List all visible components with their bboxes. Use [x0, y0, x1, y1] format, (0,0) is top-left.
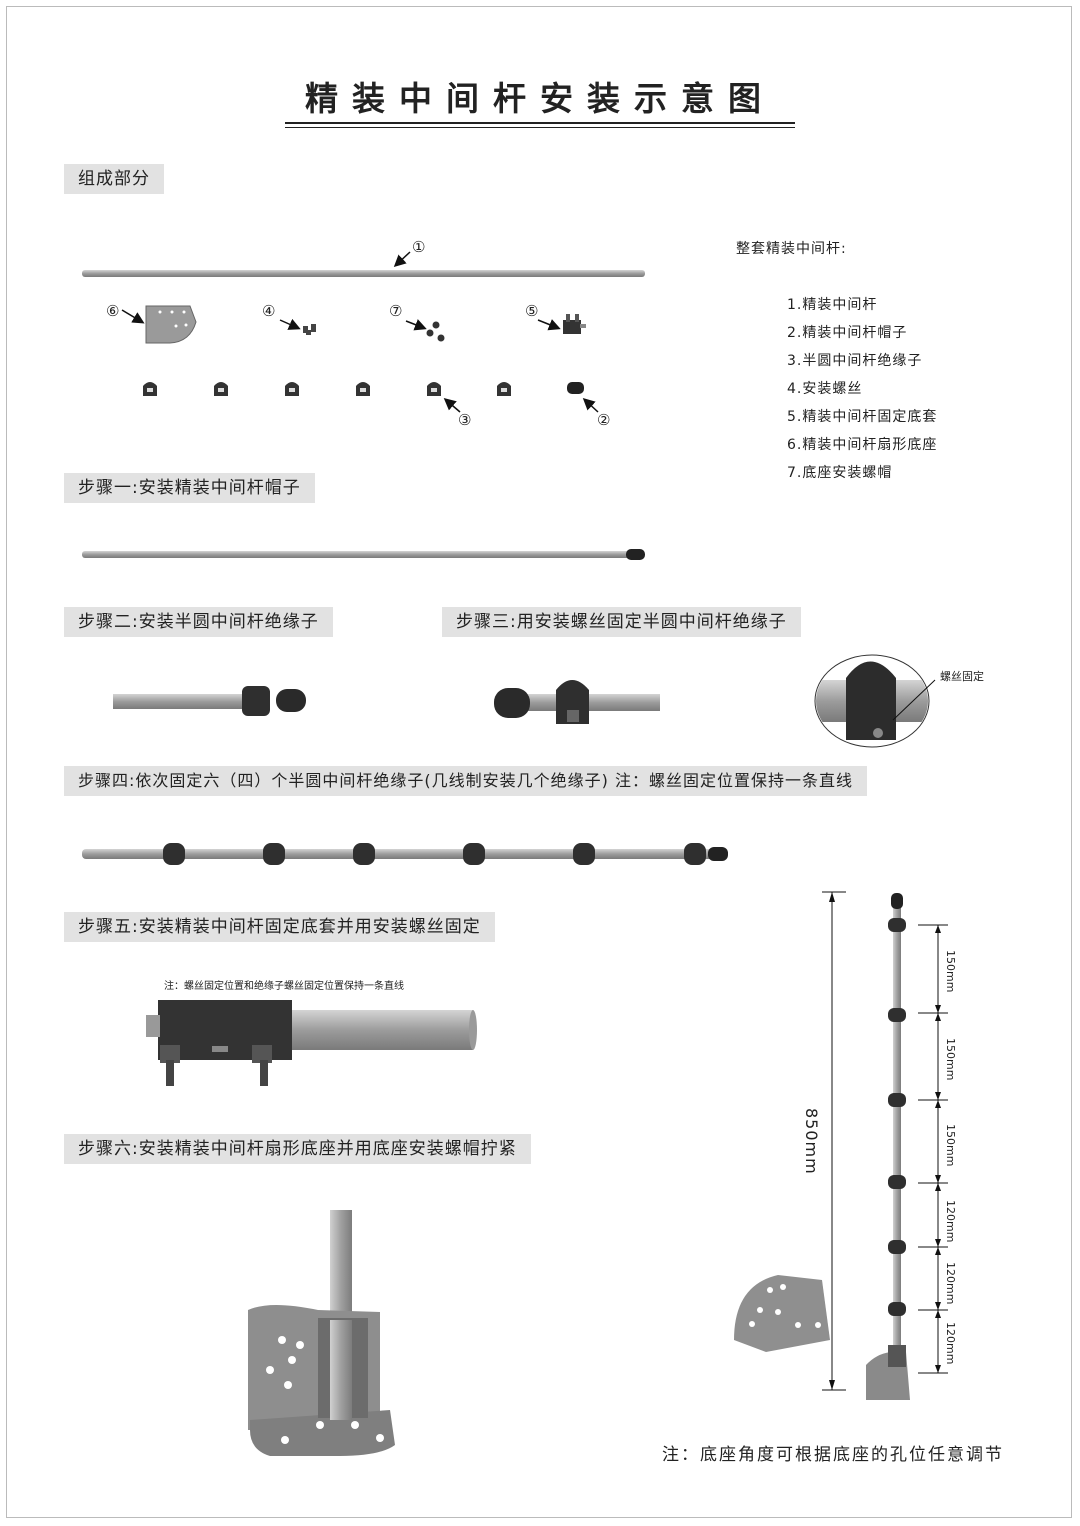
dimension-segment: 120mm	[944, 1262, 957, 1305]
section-parts-label: 组成部分	[64, 164, 164, 194]
legend-item: 5.精装中间杆固定底套	[787, 409, 938, 425]
nuts-part	[426, 321, 445, 342]
legend-item: 6.精装中间杆扇形底座	[787, 437, 938, 453]
assembled-insulators	[888, 918, 906, 1316]
bottom-note: 注：底座角度可根据底座的孔位任意调节	[662, 1445, 1004, 1465]
assembled-cap	[891, 893, 903, 909]
step5-note: 注：螺丝固定位置和绝缘子螺丝固定位置保持一条直线	[164, 981, 404, 992]
callout-3: ③	[458, 411, 472, 429]
section-step6-label: 步骤六:安装精装中间杆扇形底座并用底座安装螺帽拧紧	[64, 1134, 531, 1164]
step3-cap	[494, 688, 530, 718]
step2-rod	[113, 694, 253, 709]
arrow-2	[582, 397, 599, 413]
callout-4: ④	[262, 302, 276, 320]
section-step3-label: 步骤三:用安装螺丝固定半圆中间杆绝缘子	[442, 607, 801, 637]
legend-item: 1.精装中间杆	[787, 297, 878, 313]
step4-cap	[708, 847, 728, 861]
step1-cap	[626, 549, 645, 560]
screw-fix-note: 螺丝固定	[940, 670, 984, 683]
section-step1-label: 步骤一:安装精装中间杆帽子	[64, 473, 315, 503]
callout-2: ②	[597, 411, 611, 429]
dimension-total: 850mm	[802, 1108, 821, 1175]
callout-7: ⑦	[389, 302, 403, 320]
step3-rod	[520, 694, 660, 711]
step5-rod	[290, 1010, 473, 1050]
legend-title: 整套精装中间杆:	[736, 241, 847, 257]
legend-item: 3.半圆中间杆绝缘子	[787, 353, 923, 369]
arrow-3	[443, 398, 461, 413]
dimension-segment: 150mm	[944, 1038, 957, 1081]
arrow-7	[405, 319, 427, 331]
cap-part	[567, 382, 584, 394]
step4-rod	[82, 849, 714, 859]
step1-rod	[82, 551, 634, 558]
dimension-segment: 150mm	[944, 950, 957, 993]
callout-1: ①	[412, 238, 426, 256]
screw-fix-pointer	[892, 679, 936, 721]
title-underline-thin	[285, 127, 795, 128]
arrow-5	[537, 319, 561, 331]
page-title: 精装中间杆安装示意图	[305, 79, 775, 118]
arrow-1	[393, 251, 411, 268]
step2-insulator	[242, 686, 270, 716]
base-sleeve-part	[563, 314, 586, 334]
page-border	[6, 6, 1072, 1518]
fan-base-part	[145, 305, 197, 344]
dimension-segment: 120mm	[944, 1322, 957, 1365]
step4-insulators	[163, 843, 706, 865]
step2-cap	[276, 689, 306, 712]
callout-5: ⑤	[525, 302, 539, 320]
section-step5-label: 步骤五:安装精装中间杆固定底套并用安装螺丝固定	[64, 912, 495, 942]
dimension-segment: 120mm	[944, 1200, 957, 1243]
arrow-6	[121, 309, 145, 324]
side-fan-base	[734, 1275, 830, 1352]
legend-item: 4.安装螺丝	[787, 381, 863, 397]
section-step4-label: 步骤四:依次固定六（四）个半圆中间杆绝缘子(几线制安装几个绝缘子) 注：螺丝固定…	[64, 766, 867, 796]
legend-item: 2.精装中间杆帽子	[787, 325, 908, 341]
callout-6: ⑥	[106, 302, 120, 320]
legend-item: 7.底座安装螺帽	[787, 465, 893, 481]
title-underline	[285, 122, 795, 124]
main-rod	[82, 270, 645, 277]
assembled-pole	[893, 908, 901, 1348]
insulator-parts	[143, 382, 511, 396]
arrow-4	[279, 318, 301, 330]
section-step2-label: 步骤二:安装半圆中间杆绝缘子	[64, 607, 333, 637]
screws-part	[303, 324, 316, 335]
dimension-segment: 150mm	[944, 1124, 957, 1167]
step3-insulator	[556, 680, 589, 724]
